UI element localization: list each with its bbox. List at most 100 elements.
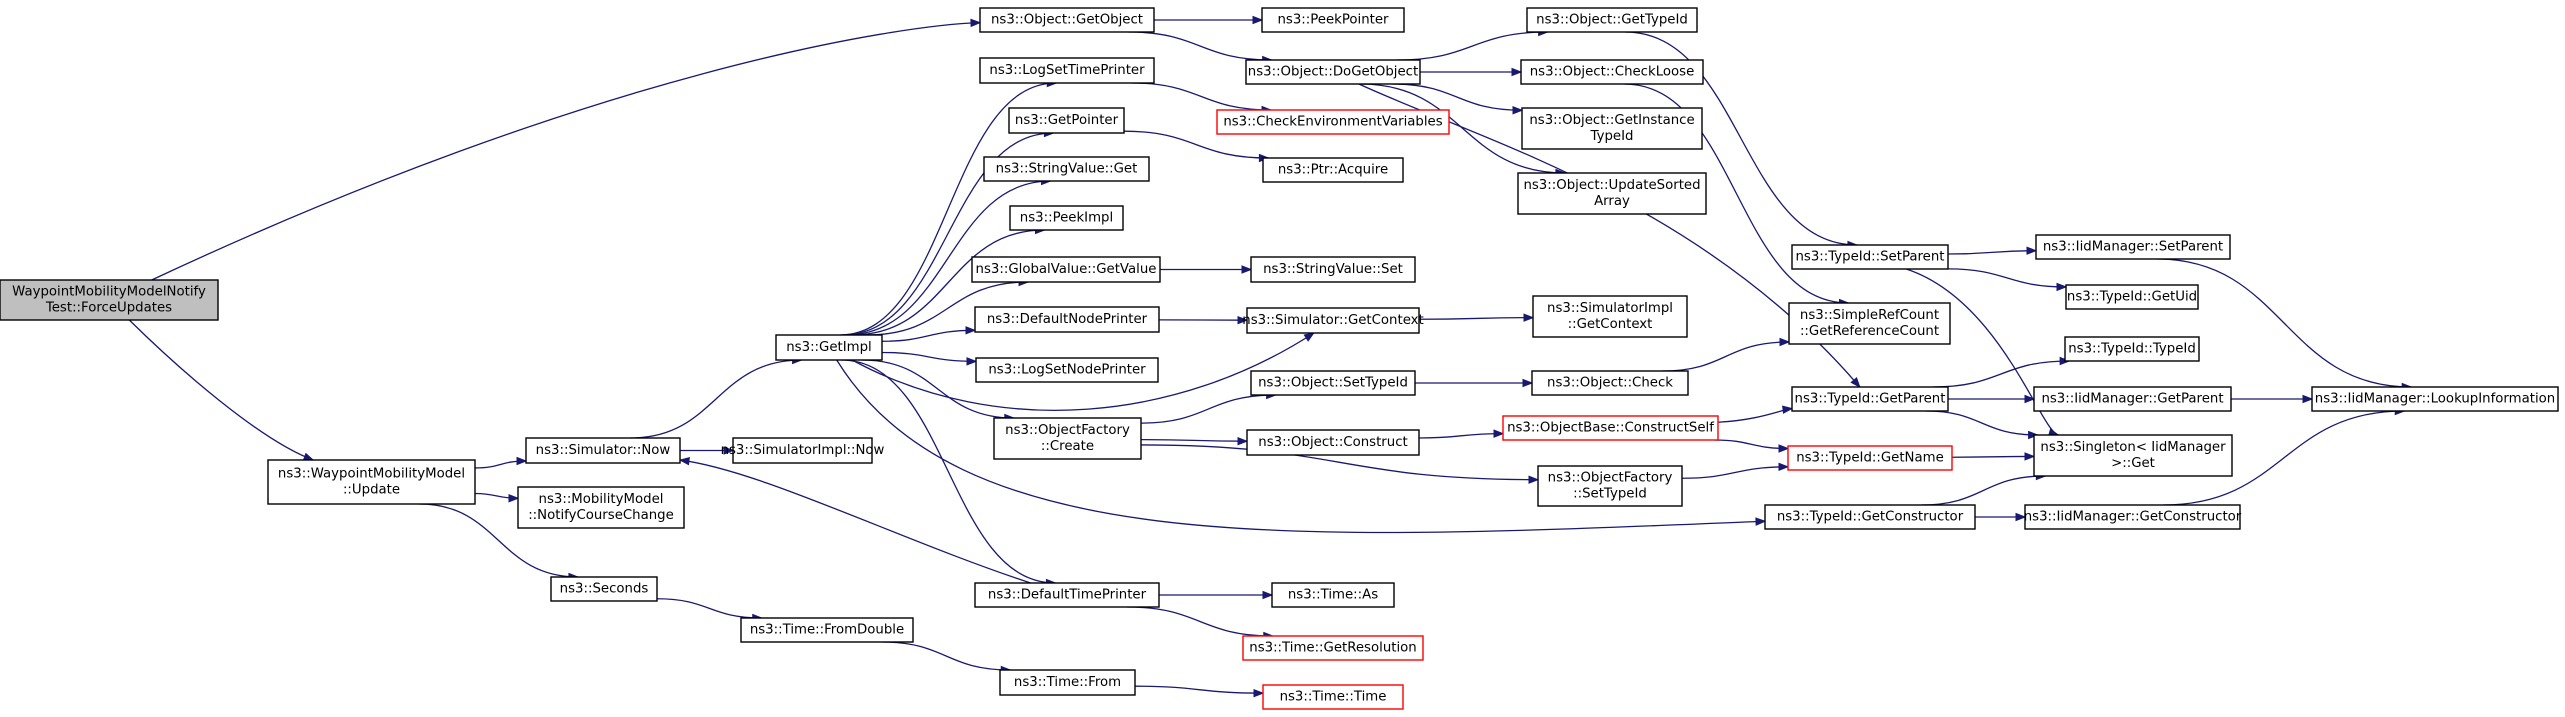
node-simimplnow[interactable]: ns3::SimulatorImpl::Now	[721, 437, 885, 464]
node-getpointer[interactable]: ns3::GetPointer	[1008, 107, 1125, 134]
edge-fromdouble-to-timefrom	[881, 641, 1012, 675]
arrowhead	[1253, 688, 1265, 698]
node-getimpl[interactable]: ns3::GetImpl	[775, 334, 883, 361]
node-label: ns3::MobilityModel	[539, 492, 664, 507]
node-label: WaypointMobilityModelNotify	[12, 285, 206, 300]
arrowhead	[302, 452, 315, 461]
edge-line	[1662, 341, 1790, 372]
node-box	[1271, 582, 1395, 608]
node-tidtypeid[interactable]: ns3::TypeId::TypeId	[2064, 336, 2200, 362]
arrowhead	[1523, 313, 1535, 322]
node-timetime[interactable]: ns3::Time::Time	[1262, 684, 1404, 710]
node-timefrom[interactable]: ns3::Time::From	[999, 669, 1136, 696]
node-box	[1261, 7, 1405, 33]
node-tidgetctor[interactable]: ns3::TypeId::GetConstructor	[1764, 504, 1976, 530]
node-label: ns3::SimpleRefCount	[1800, 308, 1939, 323]
node-ofsettypeid[interactable]: ns3::ObjectFactory::SetTypeId	[1537, 465, 1683, 507]
edge-line	[2163, 410, 2405, 506]
node-simnow[interactable]: ns3::Simulator::Now	[525, 437, 681, 464]
arrowhead	[1528, 475, 1540, 484]
node-simgetctx[interactable]: ns3::Simulator::GetContext	[1242, 307, 1424, 334]
node-box	[517, 486, 685, 529]
node-iidsetparent[interactable]: ns3::IidManager::SetParent	[2035, 234, 2231, 260]
node-gettypeid[interactable]: ns3::Object::GetTypeId	[1526, 7, 1698, 33]
edge-tidgetname-to-singleton	[1951, 452, 2036, 461]
node-svset[interactable]: ns3::StringValue::Set	[1250, 256, 1416, 283]
node-refcount[interactable]: ns3::SimpleRefCount::GetReferenceCount	[1788, 302, 1951, 345]
node-tidgetname[interactable]: ns3::TypeId::GetName	[1787, 445, 1953, 471]
node-setypeid[interactable]: ns3::Object::SetTypeId	[1250, 370, 1416, 396]
edge-setypeid-to-objcheck	[1415, 378, 1534, 388]
edge-tidgetparent-to-iidgetparent	[1947, 394, 2036, 404]
edge-tidgetctor-to-iidgetctor	[1975, 512, 2027, 522]
node-label: ns3::Object::Check	[1547, 376, 1673, 391]
node-label: ns3::Time::From	[1014, 675, 1121, 690]
node-logsettime[interactable]: ns3::LogSetTimePrinter	[979, 57, 1155, 84]
edge-line	[841, 359, 1056, 584]
edge-getimpl-to-tidgetctor	[836, 359, 1767, 534]
node-svget[interactable]: ns3::StringValue::Get	[983, 156, 1150, 182]
edge-constructself-to-tidgetparent	[1717, 405, 1794, 423]
node-notify[interactable]: ns3::MobilityModel::NotifyCourseChange	[517, 486, 685, 529]
node-getres[interactable]: ns3::Time::GetResolution	[1242, 635, 1424, 661]
edges-layer	[128, 15, 2413, 698]
node-box	[1250, 256, 1416, 283]
node-gvgetvalue[interactable]: ns3::GlobalValue::GetValue	[971, 256, 1161, 283]
node-box	[983, 156, 1150, 182]
node-box	[775, 334, 883, 361]
node-box	[971, 256, 1161, 283]
arrowhead	[966, 357, 978, 366]
node-label: ns3::DefaultTimePrinter	[988, 588, 1147, 603]
node-label: ns3::TypeId::GetParent	[1795, 392, 1946, 407]
node-singleton[interactable]: ns3::Singleton< IidManager >::Get	[2033, 434, 2233, 477]
node-peekpointer[interactable]: ns3::PeekPointer	[1261, 7, 1405, 33]
node-label: ns3::IidManager::GetConstructor	[2024, 510, 2242, 525]
node-construct[interactable]: ns3::Object::Construct	[1246, 429, 1420, 456]
node-box	[974, 306, 1160, 333]
arrowhead	[516, 456, 528, 466]
node-update[interactable]: ns3::WaypointMobilityModel::Update	[267, 459, 476, 505]
node-label: ns3::PeekPointer	[1277, 13, 1389, 28]
node-defnodeprinter[interactable]: ns3::DefaultNodePrinter	[974, 306, 1160, 333]
node-getobject[interactable]: ns3::Object::GetObject	[979, 7, 1155, 33]
node-ofcreate[interactable]: ns3::ObjectFactory::Create	[993, 417, 1142, 460]
edge-line	[1947, 268, 2067, 288]
node-label: ns3::Ptr::Acquire	[1278, 163, 1388, 178]
node-lookup[interactable]: ns3::IidManager::LookupInformation	[2311, 386, 2559, 412]
arrowhead	[1522, 378, 1534, 388]
node-simimplctx[interactable]: ns3::SimulatorImpl::GetContext	[1532, 295, 1688, 338]
node-label: ns3::LogSetNodePrinter	[988, 363, 1146, 378]
node-timeas[interactable]: ns3::Time::As	[1271, 582, 1395, 608]
node-dogetobject[interactable]: ns3::Object::DoGetObject	[1245, 59, 1421, 85]
node-label: >::Get	[2111, 456, 2155, 471]
edge-constructself-to-tidgetname	[1714, 439, 1790, 453]
edge-line	[656, 598, 762, 619]
node-box	[979, 57, 1155, 84]
node-tidgetuid[interactable]: ns3::TypeId::GetUid	[2065, 284, 2199, 310]
node-constructself[interactable]: ns3::ObjectBase::ConstructSelf	[1502, 415, 1719, 441]
node-box	[1520, 59, 1704, 85]
arrowhead	[1850, 377, 1861, 389]
node-checkenv[interactable]: ns3::CheckEnvironmentVariables	[1216, 109, 1450, 135]
node-seconds[interactable]: ns3::Seconds	[550, 576, 658, 602]
node-ptracquire[interactable]: ns3::Ptr::Acquire	[1262, 157, 1404, 183]
node-box	[2024, 504, 2241, 530]
edge-line	[1681, 466, 1789, 479]
node-box	[1009, 205, 1124, 231]
node-force[interactable]: WaypointMobilityModelNotifyTest::ForceUp…	[0, 279, 219, 321]
node-objcheck[interactable]: ns3::Object::Check	[1531, 370, 1689, 396]
node-peekimpl[interactable]: ns3::PeekImpl	[1009, 205, 1124, 231]
node-tidsetparent[interactable]: ns3::TypeId::SetParent	[1791, 244, 1949, 270]
arrowhead	[1512, 106, 1524, 115]
node-logsetnode[interactable]: ns3::LogSetNodePrinter	[975, 357, 1159, 383]
node-checkloose[interactable]: ns3::Object::CheckLoose	[1520, 59, 1704, 85]
arrowhead	[1252, 15, 1264, 25]
node-iidgetctor[interactable]: ns3::IidManager::GetConstructor	[2024, 504, 2242, 530]
node-box	[1262, 157, 1404, 183]
node-fromdouble[interactable]: ns3::Time::FromDouble	[740, 617, 914, 643]
node-iidgetparent[interactable]: ns3::IidManager::GetParent	[2033, 386, 2232, 412]
node-deftimeprinter[interactable]: ns3::DefaultTimePrinter	[974, 582, 1160, 608]
node-tidgetparent[interactable]: ns3::TypeId::GetParent	[1791, 386, 1949, 412]
